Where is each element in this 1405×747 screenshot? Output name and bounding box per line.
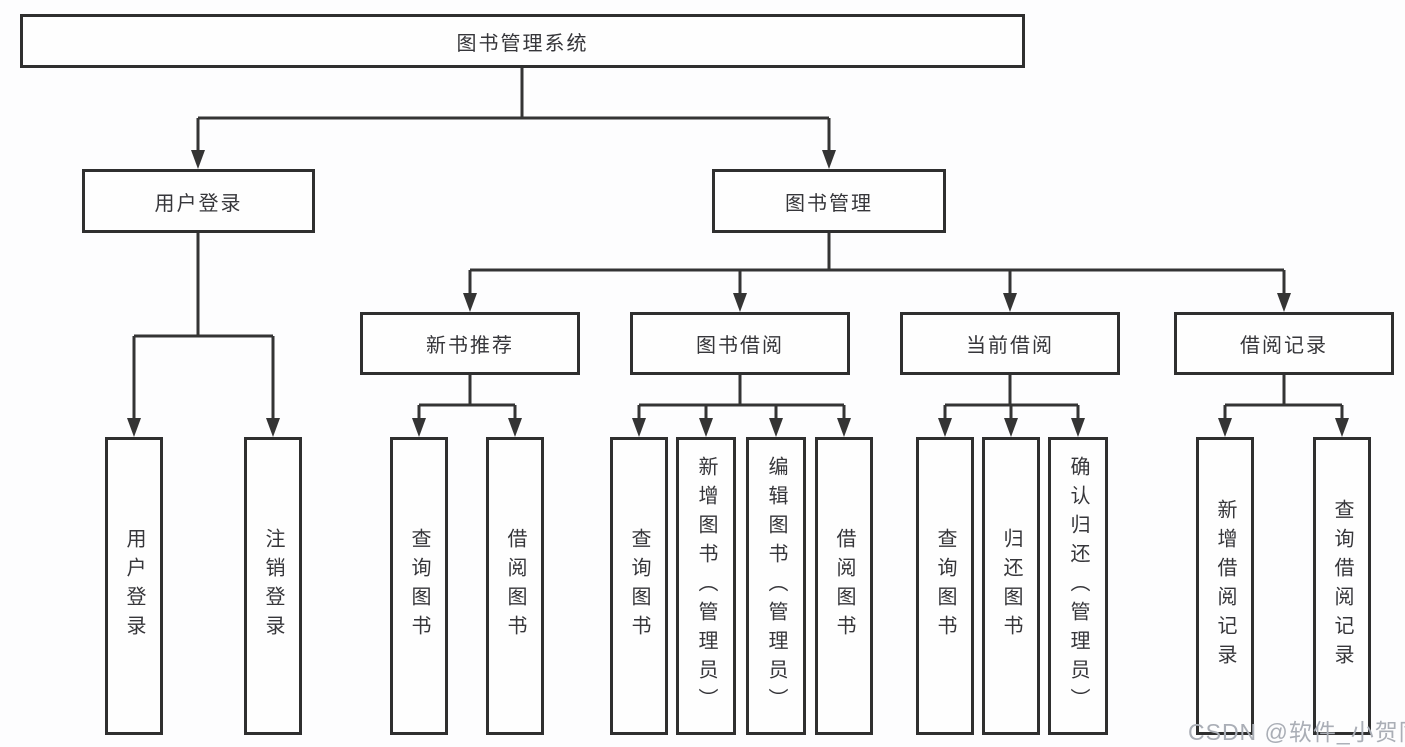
node-book-management: 图书管理	[712, 169, 946, 233]
leaf-logout: 注销登录	[244, 437, 302, 735]
node-book-management-label: 图书管理	[785, 192, 873, 215]
node-user-login-label: 用户登录	[154, 192, 243, 215]
leaf-label: 注销登录	[262, 528, 284, 644]
node-root: 图书管理系统	[20, 14, 1025, 68]
node-book-borrow-label: 图书借阅	[696, 335, 784, 357]
leaf-return-books: 归还图书	[982, 437, 1040, 735]
leaf-label: 借阅图书	[504, 528, 526, 644]
node-root-label: 图书管理系统	[456, 32, 589, 55]
node-borrow-records-label: 借阅记录	[1240, 335, 1328, 357]
leaf-label: 查询图书	[408, 528, 430, 644]
node-current-borrow-label: 当前借阅	[966, 335, 1054, 357]
leaf-label: 查询图书	[934, 528, 956, 644]
leaf-borrow-books-2: 借阅图书	[815, 437, 873, 735]
leaf-confirm-return-admin: 确认归还（管理员）	[1048, 437, 1108, 735]
leaf-label: 新增图书（管理员）	[695, 455, 717, 717]
node-user-login: 用户登录	[82, 169, 315, 233]
leaf-borrow-books-1: 借阅图书	[486, 437, 544, 735]
node-book-borrow: 图书借阅	[630, 312, 850, 375]
leaf-label: 查询借阅记录	[1331, 499, 1353, 673]
leaf-edit-books-admin: 编辑图书（管理员）	[746, 437, 806, 735]
leaf-label: 用户登录	[123, 528, 145, 644]
leaf-add-books-admin: 新增图书（管理员）	[676, 437, 736, 735]
leaf-add-borrow-record: 新增借阅记录	[1196, 437, 1254, 735]
node-new-book-recommend-label: 新书推荐	[426, 335, 514, 357]
leaf-user-login: 用户登录	[105, 437, 163, 735]
node-current-borrow: 当前借阅	[900, 312, 1120, 375]
node-new-book-recommend: 新书推荐	[360, 312, 580, 375]
leaf-label: 查询图书	[628, 528, 650, 644]
leaf-query-borrow-record: 查询借阅记录	[1313, 437, 1371, 735]
leaf-label: 新增借阅记录	[1214, 499, 1236, 673]
leaf-label: 编辑图书（管理员）	[765, 455, 787, 717]
leaf-label: 借阅图书	[833, 528, 855, 644]
leaf-label: 归还图书	[1000, 528, 1022, 644]
arrowheads	[127, 150, 1349, 437]
leaf-query-books-3: 查询图书	[916, 437, 974, 735]
leaf-label: 确认归还（管理员）	[1067, 455, 1089, 717]
leaf-query-books-2: 查询图书	[610, 437, 668, 735]
node-borrow-records: 借阅记录	[1174, 312, 1394, 375]
csdn-watermark: CSDN @软件_小贺同学	[1188, 719, 1405, 745]
leaf-query-books-1: 查询图书	[390, 437, 448, 735]
